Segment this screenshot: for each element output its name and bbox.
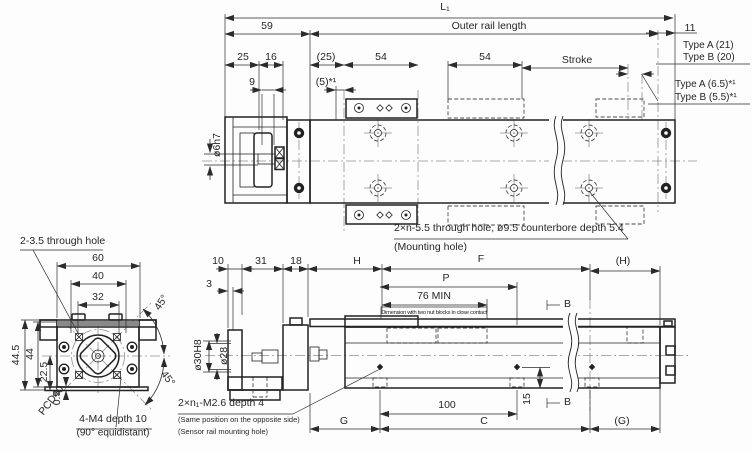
dim-44-5: 44.5: [10, 344, 23, 366]
dim-54-b: 54: [479, 51, 491, 64]
side-view-break-lines: [563, 312, 580, 393]
dim-18: 18: [290, 255, 302, 268]
note-tap-1: 4-M4 depth 10: [79, 413, 147, 426]
top-view-details: [204, 103, 593, 220]
dim-60: 60: [92, 252, 104, 265]
dim-25-ref: (25): [316, 51, 336, 64]
note-mounting-hole-2: (Mounting hole): [394, 241, 467, 253]
dim-c: C: [480, 415, 488, 428]
dim-g: G: [339, 415, 349, 428]
note-sensor-hole-3: (Sensor rail mounting hole): [178, 427, 269, 436]
note-type-a-offset: Type A (6.5)*¹: [675, 79, 736, 90]
dim-9: 9: [249, 76, 255, 89]
section-mark-b-upper: B: [564, 298, 572, 310]
dim-bore-30h8: ø30H8: [192, 339, 205, 371]
note-mounting-hole-1: 2×n-5.5 through hole, ø9.5 counterbore d…: [394, 222, 624, 234]
dimension-lines: [21, 14, 697, 433]
note-sensor-hole-1: 2×n₁-M2.6 depth 4: [178, 397, 265, 409]
dim-31: 31: [255, 255, 267, 268]
note-type-b-length: Type B (20): [683, 52, 735, 63]
side-view: [227, 315, 676, 401]
dim-boss-28: ø28: [218, 346, 231, 366]
dim-54-a: 54: [375, 51, 387, 64]
dim-76-min: 76 MIN: [417, 290, 451, 303]
extension-lines: [20, 14, 750, 433]
dim-16: 16: [265, 51, 277, 64]
dim-5-ref: (5)*¹: [315, 76, 337, 89]
dim-32: 32: [92, 291, 104, 304]
dim-100: 100: [438, 399, 456, 412]
dim-10: 10: [212, 255, 224, 268]
note-type-b-offset: Type B (5.5)*¹: [675, 92, 737, 103]
dim-44: 44: [24, 348, 37, 360]
dim-overall-length-label: L₁: [440, 1, 450, 14]
note-sensor-hole-2: (Same position on the opposite side): [178, 415, 300, 424]
dim-3: 3: [206, 278, 212, 291]
dim-59: 59: [261, 20, 273, 33]
top-view-break-lines: [549, 115, 566, 206]
top-view-screw-holes: [293, 106, 672, 217]
dim-h: H: [353, 255, 361, 268]
dim-11: 11: [684, 22, 696, 35]
front-view-details: [57, 321, 139, 379]
dim-25: 25: [237, 51, 249, 64]
dim-h-ref: (H): [615, 255, 631, 268]
dim-g-ref: (G): [614, 415, 630, 428]
note-tap-2: (90° equidistant): [76, 427, 150, 439]
dim-f: F: [477, 253, 485, 266]
dim-outer-rail-length: Outer rail length: [451, 20, 527, 33]
dim-22-5: 22.5: [38, 361, 51, 383]
dim-shaft-diameter: ø6h7: [211, 133, 224, 157]
dim-p: P: [442, 272, 450, 285]
side-view-details: [251, 342, 660, 379]
section-mark-b-lower: B: [564, 396, 572, 408]
dim-stroke: Stroke: [561, 54, 593, 67]
dim-15: 15: [521, 393, 534, 405]
dim-40: 40: [92, 270, 104, 283]
note-through-hole: 2-3.5 through hole: [20, 235, 106, 247]
note-nut-blocks: Dimension with two nut blocks in close c…: [381, 309, 487, 316]
note-type-a-length: Type A (21): [683, 40, 734, 51]
centerlines: [42, 30, 697, 411]
